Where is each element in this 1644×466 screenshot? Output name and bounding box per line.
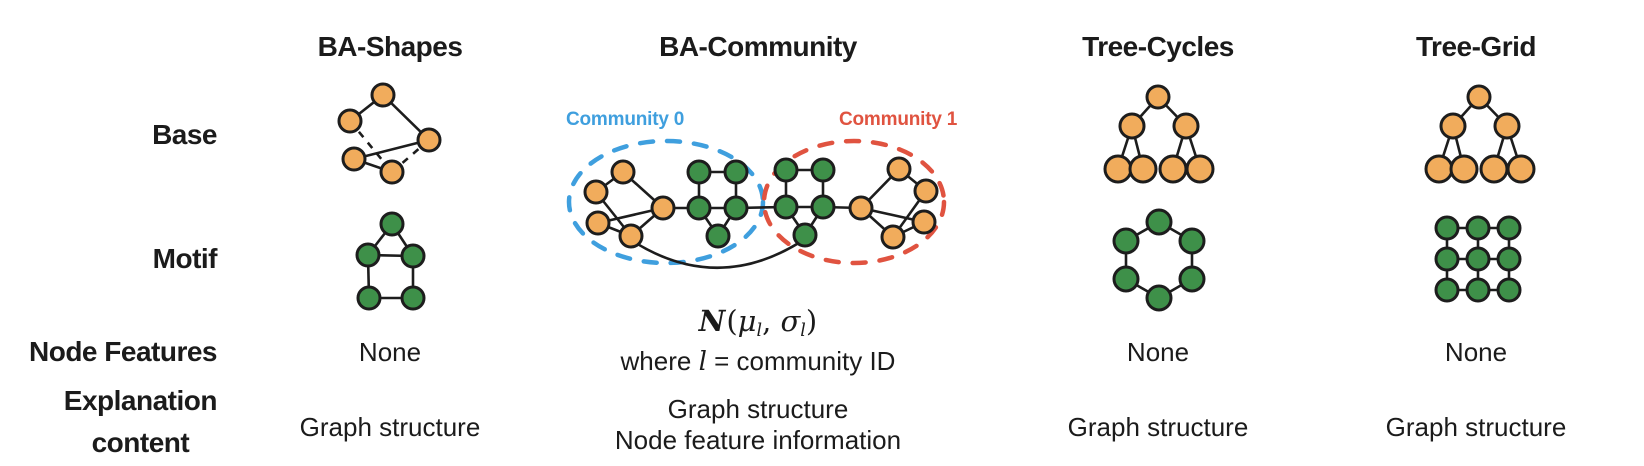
graph-node-green [1496,246,1522,272]
row-label-explanation-line2: content [91,427,190,458]
column-header-tree-cycles: Tree-Cycles [1082,31,1234,62]
cell-tree-cycles-explanation: Graph structure [1067,412,1249,442]
graph-edge [348,120,394,173]
graph-node-orange [1439,112,1467,140]
tree-grid-base-graph [1424,84,1536,184]
graph-node-orange [416,127,442,153]
cell-tree-grid-node-features: None [1444,337,1508,367]
graph-node-orange [1103,154,1133,184]
cell-ba-shapes-node-features: None [358,337,422,367]
formula-script-n: N [698,304,726,338]
community-0-label: Community 0 [566,109,685,130]
graph-node-green [1112,227,1140,255]
graph-node-green [1112,265,1140,293]
row-label-explanation-line1: Explanation [63,385,218,416]
column-header-tree-grid: Tree-Grid [1416,31,1536,62]
graph-node-green [773,157,799,183]
row-label-explanation-content: Explanation content [0,380,218,464]
graph-node-green [705,223,731,249]
graph-node-orange [913,178,939,204]
graph-node-orange [1479,154,1509,184]
row-label-base: Base [152,119,217,150]
column-header-ba-shapes: BA-Shapes [317,31,463,62]
graph-node-green [1178,265,1206,293]
graph-node-orange [583,179,609,205]
community-1-label: Community 1 [839,109,958,130]
graph-node-orange [341,146,367,172]
tree-cycles-base-graph [1103,84,1215,184]
graph-node-orange [886,156,912,182]
ba-community-graph [566,138,947,269]
formula-sigma: σ [780,304,801,338]
graph-node-orange [1466,84,1492,110]
graph-node-green [1465,277,1491,303]
graph-node-orange [911,209,937,235]
graph-node-green [1465,246,1491,272]
graph-node-green [1496,215,1522,241]
tree-cycles-motif-graph [1112,208,1206,312]
graph-node-orange [1172,112,1200,140]
blue-dashed-community-ellipse [566,138,766,266]
graph-node-orange [848,195,874,221]
graph-node-orange [379,159,405,185]
graph-node-green [686,159,712,185]
graph-node-orange [1145,84,1171,110]
ba-shapes-motif-graph [355,211,426,311]
graph-node-green [400,285,426,311]
graph-node-green [810,194,836,220]
graph-node-green [723,195,749,221]
cell-ba-community-explanation-line2: Node feature information [614,425,902,455]
ba-shapes-base-graph [337,82,442,185]
graph-node-green [810,157,836,183]
graph-node-orange [618,223,644,249]
cell-ba-community-node-features-where: where l = community ID [620,346,896,377]
graph-node-orange [1449,154,1479,184]
column-header-ba-community: BA-Community [659,31,857,62]
graph-node-orange [1424,154,1454,184]
graph-node-orange [337,108,363,134]
graph-node-green [355,242,381,268]
graph-node-orange [880,224,906,250]
cell-ba-shapes-explanation: Graph structure [299,412,481,442]
graph-node-green [400,243,426,269]
graph-node-orange [1506,154,1536,184]
graph-node-green [792,222,818,248]
graph-node-green [723,159,749,185]
graph-node-orange [1185,154,1215,184]
graph-node-green [686,195,712,221]
graph-node-green [1434,277,1460,303]
cell-ba-community-explanation-line1: Graph structure [667,394,849,424]
graph-node-green [356,285,382,311]
row-label-motif: Motif [152,243,218,274]
graph-node-orange [650,195,676,221]
graph-node-orange [1493,112,1521,140]
graph-node-orange [1158,154,1188,184]
graph-node-green [1145,208,1173,236]
graph-edge [353,138,430,161]
graph-node-green [773,194,799,220]
graph-node-orange [1128,154,1158,184]
red-dashed-community-ellipse [761,138,947,266]
cell-tree-grid-explanation: Graph structure [1385,412,1567,442]
cell-tree-cycles-node-features: None [1126,337,1190,367]
graph-edge-curve [630,237,806,269]
graph-node-orange [610,159,636,185]
graph-node-green [1496,277,1522,303]
graph-node-green [1434,246,1460,272]
row-label-node-features: Node Features [29,336,218,367]
graph-node-green [1465,215,1491,241]
graph-node-green [1145,284,1173,312]
graph-node-green [1178,227,1206,255]
graph-node-green [379,211,405,237]
tree-grid-motif-graph [1434,215,1522,303]
graph-node-orange [585,210,611,236]
graph-node-orange [370,82,396,108]
graph-node-green [1434,215,1460,241]
graph-node-orange [1118,112,1146,140]
formula-mu: μ [737,304,757,338]
cell-ba-community-node-features-formula: N(μl, σl) [698,304,818,341]
